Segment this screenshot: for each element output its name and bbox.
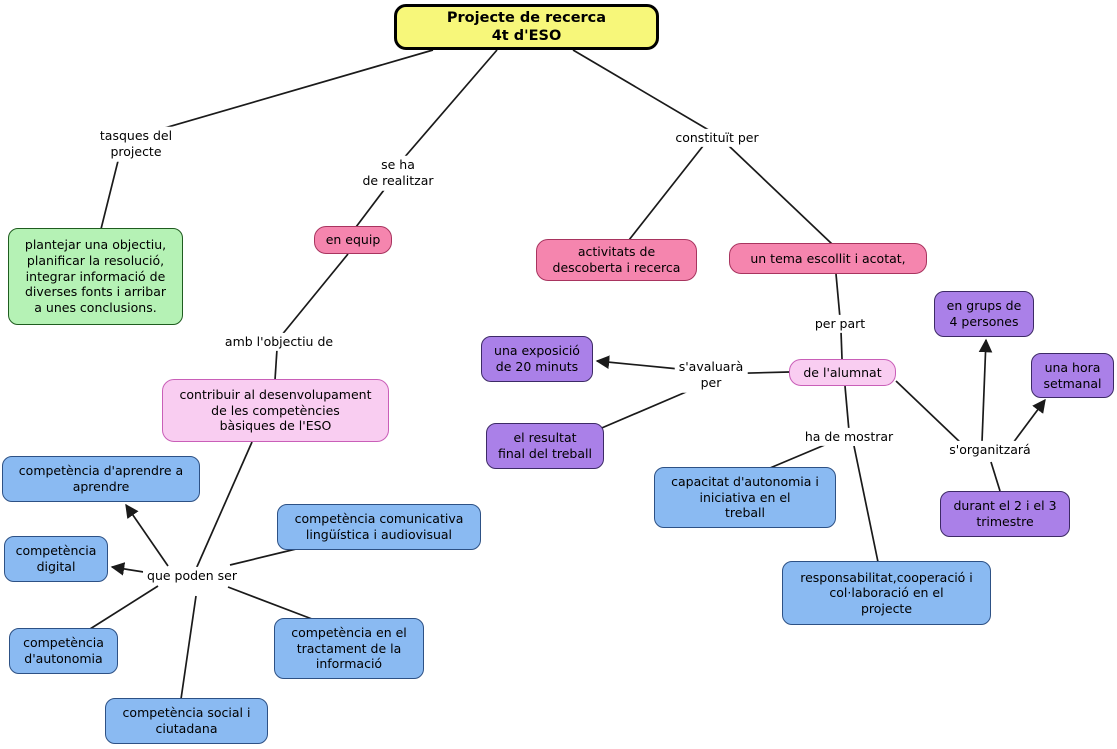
edge-poden-comunicativa — [229, 548, 297, 566]
concept-tema-escollit[interactable]: un tema escollit i acotat, — [729, 243, 927, 274]
link-label-constituit-per: constituït per — [671, 128, 763, 148]
concept-competencia-tractament[interactable]: competència en el tractament de la infor… — [274, 618, 424, 679]
concept-competencia-social[interactable]: competència social i ciutadana — [105, 698, 268, 744]
concept-contribuir-competencies[interactable]: contribuir al desenvolupament de les com… — [162, 379, 389, 442]
edge-organitzara-hora — [1012, 398, 1046, 444]
concept-durant-trimestre[interactable]: durant el 2 i el 3 trimestre — [940, 491, 1070, 537]
edge-mostrar-capacitat — [769, 443, 828, 469]
edge-poden-aprendre — [125, 503, 169, 567]
concept-responsabilitat-cooperacio[interactable]: responsabilitat,cooperació i col·laborac… — [782, 561, 991, 625]
edge-tema-per-part — [835, 273, 841, 319]
edge-constituit-activitats — [628, 145, 704, 241]
edge-alumnat-organitzara — [895, 380, 963, 445]
edge-organitzara-grups — [978, 338, 993, 443]
link-label-amb-objectiu-de: amb l'objectiu de — [220, 332, 338, 352]
concept-una-hora-setmanal[interactable]: una hora setmanal — [1031, 353, 1114, 398]
concept-activitats-descoberta[interactable]: activitats de descoberta i recerca — [536, 239, 697, 281]
link-label-se-ha-de-realitzar: se ha de realitzar — [358, 155, 438, 191]
edge-tasques-objectius — [100, 152, 121, 230]
concept-de-l-alumnat[interactable]: de l'alumnat — [789, 359, 896, 386]
concept-projecte-de-recerca[interactable]: Projecte de recerca 4t d'ESO — [394, 4, 659, 50]
edge-en-equip-objectiu — [280, 253, 349, 337]
concept-plantejar-objectius[interactable]: plantejar una objectiu, planificar la re… — [8, 228, 183, 325]
concept-competencia-aprendre[interactable]: competència d'aprendre a aprendre — [2, 456, 200, 502]
edge-alumnat-mostrar — [844, 385, 850, 432]
edge-poden-autonomia — [89, 585, 159, 630]
edge-mostrar-responsabilitat — [853, 445, 879, 563]
edge-root-se-ha — [396, 49, 498, 167]
edge-poden-tractament — [227, 586, 313, 620]
concept-competencia-digital[interactable]: competència digital — [4, 536, 108, 582]
concept-competencia-comunicativa[interactable]: competència comunicativa lingüística i a… — [277, 504, 481, 550]
concept-en-equip[interactable]: en equip — [314, 226, 392, 254]
edge-root-constituit — [572, 49, 713, 133]
edge-per-part-alumnat — [840, 330, 843, 360]
edge-contribuir-poden-ser — [195, 441, 253, 570]
concept-capacitat-autonomia-iniciativa[interactable]: capacitat d'autonomia i iniciativa en el… — [654, 467, 836, 528]
link-label-s-organitzara: s'organitzará — [945, 440, 1035, 460]
edge-objectiu-contribuir — [274, 348, 278, 381]
edge-constituit-tema — [728, 145, 833, 245]
link-label-que-poden-ser: que poden ser — [143, 566, 241, 586]
link-label-ha-de-mostrar: ha de mostrar — [800, 427, 898, 447]
concept-competencia-autonomia[interactable]: competència d'autonomia — [9, 628, 118, 674]
edge-root-tasques — [136, 49, 434, 137]
link-label-per-part: per part — [810, 314, 870, 334]
link-label-s-avaluara-per: s'avaluarà per — [674, 357, 748, 393]
concept-exposicio-20-minuts[interactable]: una exposició de 20 minuts — [481, 336, 593, 382]
edge-durant-organitzara — [990, 461, 1001, 492]
concept-resultat-final-treball[interactable]: el resultat final del treball — [486, 423, 604, 469]
concept-en-grups-4-persones[interactable]: en grups de 4 persones — [934, 291, 1034, 337]
link-label-tasques-del-projecte: tasques del projecte — [95, 126, 177, 162]
edge-avaluara-resultat — [596, 388, 694, 431]
edge-poden-social — [180, 595, 197, 700]
edge-avaluara-exposicio — [595, 355, 680, 370]
